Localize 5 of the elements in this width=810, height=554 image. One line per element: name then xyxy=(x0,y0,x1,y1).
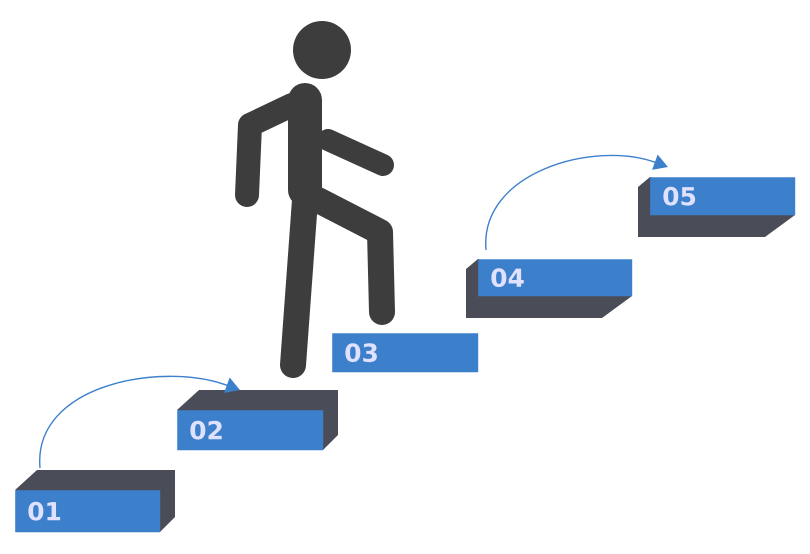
step-block: 02 xyxy=(177,390,338,450)
step-block: 03 xyxy=(332,333,478,372)
step-block: 05 xyxy=(638,177,796,237)
step-block: 04 xyxy=(466,259,632,318)
step-block: 01 xyxy=(15,470,175,532)
